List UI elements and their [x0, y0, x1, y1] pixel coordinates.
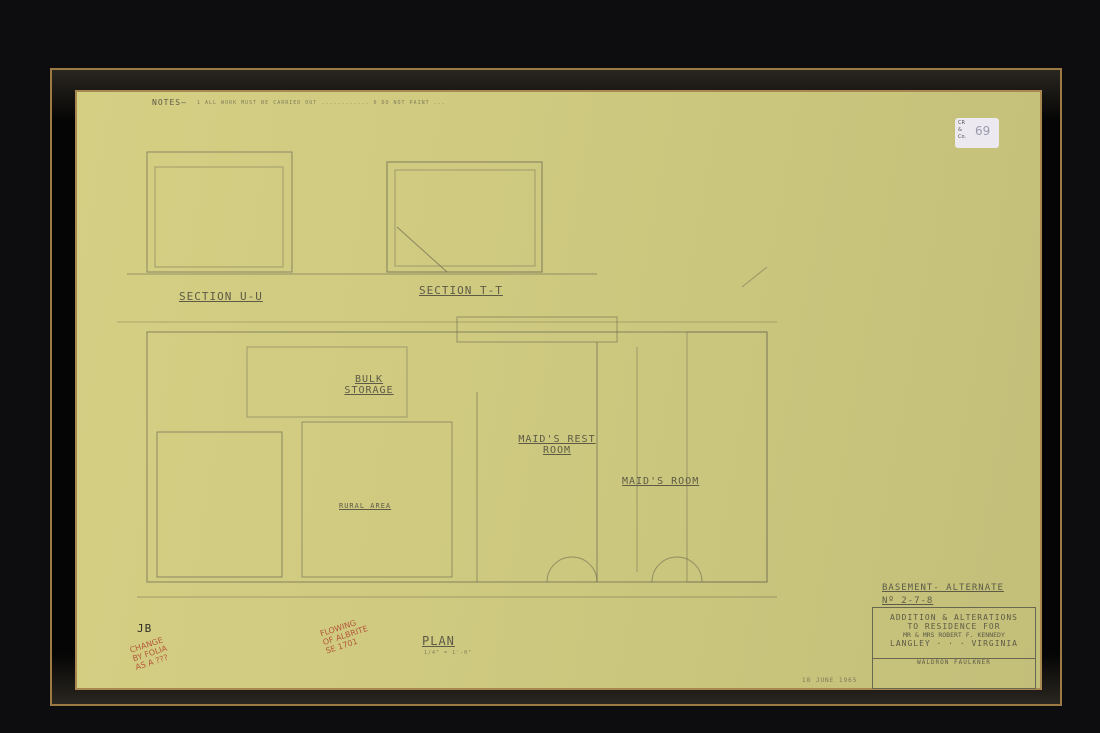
sticker-brand: CR & Co. [958, 120, 967, 140]
title-heading: BASEMENT- ALTERNATE [882, 583, 1004, 593]
title-line-1: ADDITION & ALTERATIONS [890, 613, 1018, 622]
lot-number: 69 [975, 124, 991, 138]
plan-scale: 1/4" = 1'-0" [424, 650, 473, 656]
notes-text: 1 ALL WORK MUST BE CARRIED OUT .........… [197, 100, 446, 106]
room-label-maids-rest-room: MAID'S REST ROOM [518, 434, 596, 456]
plan-label: PLAN [422, 634, 455, 648]
title-line-4: LANGLEY · · · VIRGINIA [890, 639, 1018, 648]
title-number: Nº 2-7-8 [882, 596, 934, 606]
section-t-t-label: SECTION T-T [419, 284, 503, 297]
initials: JB [137, 622, 153, 635]
architect-name: WALDRON FAULKNER [873, 658, 1035, 666]
title-block: ADDITION & ALTERATIONS TO RESIDENCE FOR … [872, 607, 1036, 689]
lot-sticker: CR & Co. 69 [955, 118, 999, 148]
floor-plan-drawing [117, 151, 777, 598]
title-line-3: MR & MRS ROBERT F. KENNEDY [903, 631, 1005, 639]
section-u-u-label: SECTION U-U [179, 290, 263, 303]
blueprint-paper: 1 ALL WORK MUST BE CARRIED OUT .........… [75, 90, 1042, 690]
room-label-rural-area: RURAL AREA [339, 502, 392, 510]
drawing-date: 18 JUNE 1965 [802, 677, 858, 684]
room-label-maids-room: MAID'S ROOM [622, 476, 700, 487]
title-line-2: TO RESIDENCE FOR [907, 622, 1001, 631]
notes-label: NOTES— [152, 98, 187, 107]
room-label-bulk-storage: BULK STORAGE [344, 374, 394, 396]
